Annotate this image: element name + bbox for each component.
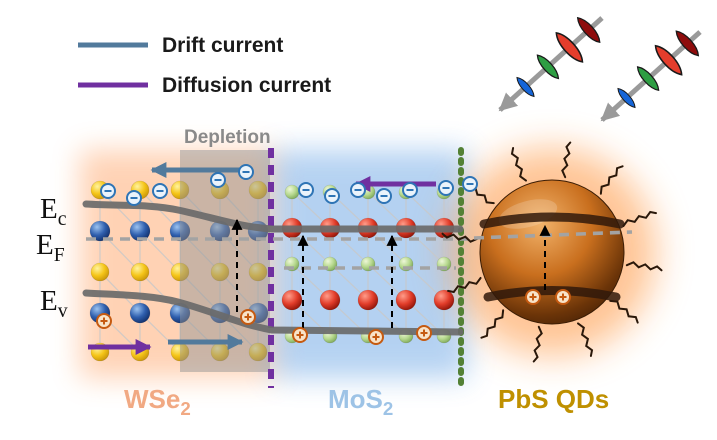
legend: Drift current Diffusion current bbox=[78, 34, 331, 97]
mo-atom bbox=[433, 289, 455, 311]
electron-icon bbox=[350, 182, 366, 198]
s-atom bbox=[284, 184, 300, 200]
electron-icon bbox=[100, 183, 116, 199]
ec-label: Ec bbox=[40, 193, 67, 230]
qd-valence-band bbox=[483, 286, 621, 302]
conduction-band-curve bbox=[82, 200, 464, 233]
electron-icon bbox=[210, 172, 226, 188]
light-pulse-1 bbox=[498, 14, 604, 112]
hole-icon bbox=[292, 327, 308, 343]
ef-label: EF bbox=[36, 229, 65, 266]
depletion-region-overlay bbox=[180, 150, 270, 372]
w-atom bbox=[129, 220, 151, 242]
se-atom bbox=[90, 262, 110, 282]
valence-band-curve bbox=[82, 289, 464, 336]
electron-icon bbox=[438, 180, 454, 196]
w-atom bbox=[89, 220, 111, 242]
mo-atom bbox=[357, 289, 379, 311]
pbs-label: PbS QDs bbox=[498, 384, 609, 414]
wse2-label: WSe2 bbox=[124, 384, 191, 419]
hole-icon bbox=[96, 313, 112, 329]
mo-atom bbox=[281, 289, 303, 311]
drift-legend-label: Drift current bbox=[162, 34, 283, 57]
w-atom bbox=[129, 302, 151, 324]
light-pulse-2 bbox=[600, 27, 703, 122]
hole-icon bbox=[416, 325, 432, 341]
electron-icon bbox=[152, 183, 168, 199]
electron-icon bbox=[402, 182, 418, 198]
electron-icon bbox=[376, 188, 392, 204]
electron-icon bbox=[298, 182, 314, 198]
hole-icon bbox=[240, 309, 256, 325]
electron-icon bbox=[462, 176, 478, 192]
mo-atom bbox=[395, 289, 417, 311]
hole-icon bbox=[555, 289, 571, 305]
mo-atom bbox=[319, 289, 341, 311]
hole-icon bbox=[368, 329, 384, 345]
mos2-label: MoS2 bbox=[328, 384, 393, 419]
electron-icon bbox=[324, 188, 340, 204]
se-atom bbox=[130, 262, 150, 282]
hole-icon bbox=[525, 289, 541, 305]
diffusion-legend-label: Diffusion current bbox=[162, 74, 331, 97]
electron-icon bbox=[238, 164, 254, 180]
fermi-level-line-qd bbox=[473, 230, 633, 240]
pbs-quantum-dot bbox=[440, 140, 664, 364]
electron-icon bbox=[126, 190, 142, 206]
qd-conduction-band bbox=[479, 212, 625, 229]
ev-label: Ev bbox=[40, 285, 68, 322]
depletion-label: Depletion bbox=[184, 127, 271, 148]
